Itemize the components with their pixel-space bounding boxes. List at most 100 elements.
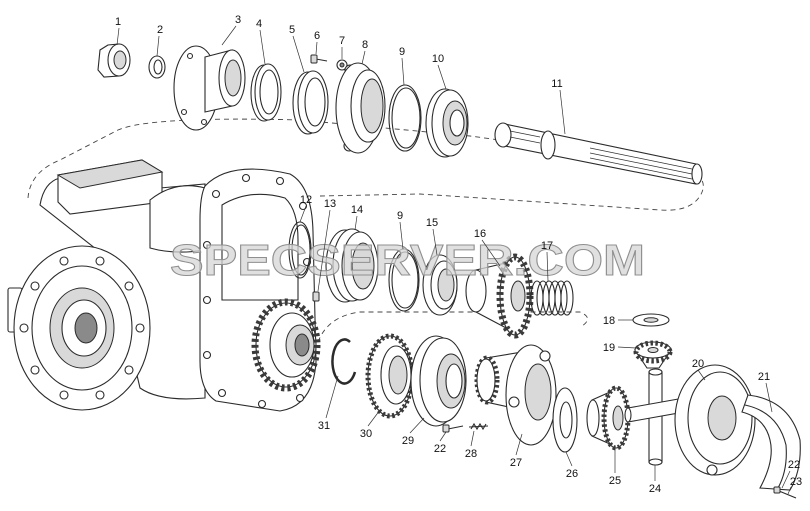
assembly-dashed-outlines	[27, 118, 704, 343]
side-gear-bore	[612, 405, 624, 431]
pinion-bore	[647, 347, 659, 353]
bolt-hole	[202, 295, 212, 305]
leader-line	[259, 29, 266, 65]
washer-inner	[559, 401, 573, 439]
bolt-hole	[124, 365, 134, 375]
bolt-head	[442, 424, 450, 433]
part-18-washer	[632, 313, 670, 327]
case-window	[524, 363, 552, 421]
leader-line	[787, 486, 792, 495]
callout-10: 10	[432, 53, 444, 65]
snap-ring	[331, 338, 357, 385]
leader-line	[546, 251, 549, 282]
callout-numbers: 1 2 3 4 5 6 7 8 9 10 11 12 13 14 9 15 16…	[115, 14, 802, 495]
callout-7: 7	[339, 35, 345, 47]
part-7-small-nut	[336, 59, 348, 71]
callout-20: 20	[692, 358, 704, 370]
callout-9-middle: 9	[397, 210, 403, 222]
pinion-teeth	[633, 340, 673, 364]
callout-29: 29	[402, 435, 414, 447]
flange-spline-bore	[224, 59, 242, 97]
housing-top-box-face	[56, 159, 164, 189]
part-9-o-ring-upper	[388, 84, 422, 152]
leader-line	[439, 431, 447, 442]
leader-line	[470, 430, 475, 447]
shaft-spline	[509, 136, 541, 144]
bolt-hole	[59, 256, 69, 266]
sleeve-bore	[351, 242, 375, 290]
front-flange-bolt-holes	[19, 256, 145, 400]
part-3-flange	[173, 45, 246, 131]
leader-line	[765, 382, 773, 413]
shaft-end	[494, 122, 512, 148]
part-15-seal	[422, 254, 458, 316]
ring-gear-spline	[388, 355, 408, 395]
bolt-hole	[124, 281, 134, 291]
callout-31: 31	[318, 420, 330, 432]
callout-21: 21	[758, 371, 770, 383]
part-2-washer	[148, 55, 166, 79]
cover-edge	[744, 404, 787, 489]
leader-lines	[116, 25, 792, 495]
shaft-spline	[589, 157, 693, 180]
callout-15: 15	[426, 217, 438, 229]
seal-bore	[437, 268, 455, 302]
bolt-hole	[295, 393, 305, 403]
part-31-snap-ring	[331, 338, 357, 385]
part-10-bearing	[425, 88, 469, 158]
bolt-shank	[447, 425, 464, 430]
leader-line	[409, 417, 425, 434]
part-27-differential-case	[474, 344, 557, 446]
part-8-cover	[335, 62, 386, 154]
washer-inner	[643, 317, 659, 323]
callout-5: 5	[289, 24, 295, 36]
bolt-head	[773, 486, 781, 494]
bolt-hole	[95, 256, 105, 266]
callout-25: 25	[609, 475, 621, 487]
side-gear-hub-end	[586, 399, 600, 437]
watermark-text: SPECSERVER.COM	[170, 236, 645, 285]
case-ear	[508, 396, 520, 408]
part-13-pin	[312, 291, 320, 302]
spring-coil	[554, 280, 568, 316]
clutch-gear-spline	[510, 280, 526, 312]
callout-24: 24	[649, 483, 661, 495]
callout-12: 12	[300, 194, 312, 206]
callout-17: 17	[541, 240, 553, 252]
leader-line	[317, 209, 331, 292]
leader-line	[221, 25, 237, 46]
shaft-tip	[691, 163, 703, 185]
clutch-gear-teeth	[496, 253, 534, 339]
flange-hole	[186, 52, 194, 60]
leader-line	[292, 35, 305, 73]
callout-9-upper: 9	[399, 46, 405, 58]
callout-1: 1	[115, 16, 121, 28]
side-plate-opening	[221, 193, 299, 301]
leader-line	[481, 239, 501, 267]
part-4-ring	[250, 63, 282, 122]
bolt-hole	[298, 201, 308, 211]
part-14-sleeve	[325, 228, 379, 303]
part-22-bolt-lower	[442, 424, 464, 433]
ring-inner	[291, 224, 311, 276]
part-6-bolt	[310, 54, 328, 64]
front-hub-center	[74, 312, 98, 344]
part-19-pinion-gear	[633, 340, 673, 369]
housing-gear-bore	[294, 333, 310, 357]
bolt-shank	[778, 490, 797, 499]
callout-30: 30	[360, 428, 372, 440]
case-hub-end	[476, 358, 496, 402]
seal-inner	[304, 77, 326, 127]
part-30-ring-gear	[365, 333, 415, 419]
leader-line	[299, 205, 307, 223]
leader-line	[617, 346, 637, 349]
part-11-shaft	[494, 122, 703, 185]
case-ear	[539, 350, 551, 362]
callout-26: 26	[566, 468, 578, 480]
leader-line	[437, 64, 447, 90]
flange-hole	[180, 108, 188, 116]
leader-line	[116, 27, 120, 46]
part-1-nut	[97, 43, 131, 78]
leader-line	[697, 369, 706, 381]
